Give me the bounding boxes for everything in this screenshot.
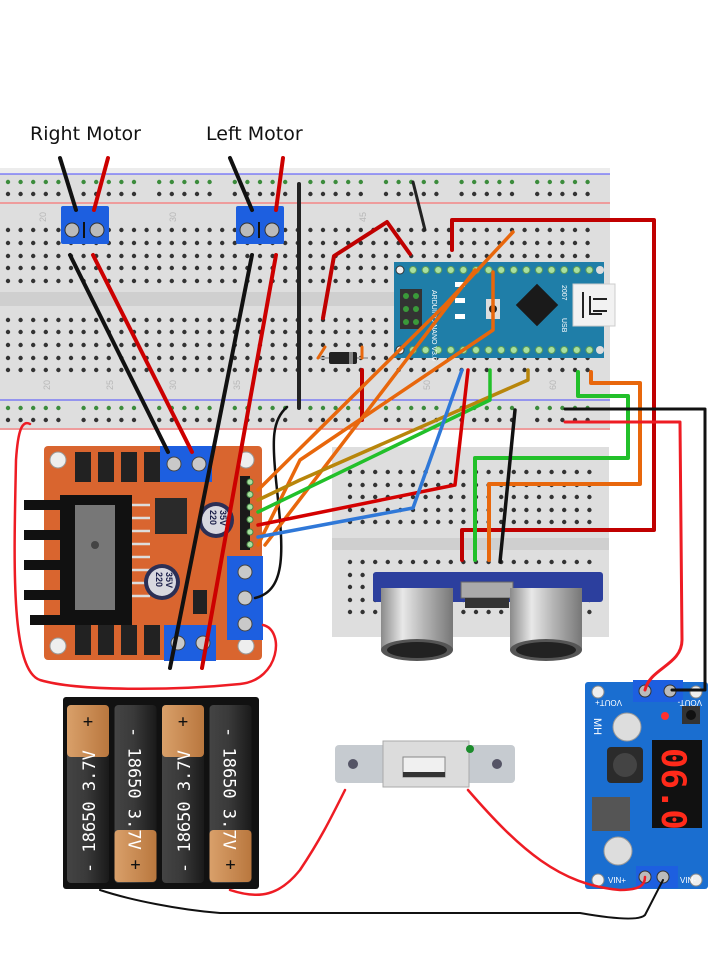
capacitor-2: 220 35V <box>144 564 180 600</box>
wire-driver-power-loop <box>13 421 278 691</box>
battery-plus-mark: + <box>83 712 93 732</box>
wire-blue-signal <box>256 368 464 539</box>
ground-screw <box>466 745 474 753</box>
battery-cell: - 18650 3.7V + <box>67 705 109 883</box>
bb-number-30b: 30 <box>168 380 178 390</box>
battery-cell-label: - 18650 3.7V <box>219 727 239 850</box>
buck-converter-lm2596: VOUT+ VOUT- MH 06.0 VIN+ VIN- <box>585 680 708 889</box>
wire-right-motor-black <box>58 156 78 212</box>
jumper <box>193 590 207 614</box>
voltage-regulator <box>155 498 187 534</box>
wire-green-signal <box>256 368 492 514</box>
bb-number-60b: 60 <box>548 380 558 390</box>
transducer-left <box>381 588 453 661</box>
bb-number-20b: 20 <box>42 380 52 390</box>
bb-number-50b: 50 <box>422 380 432 390</box>
regulator-ic <box>592 797 630 831</box>
cap2-value: 220 <box>154 572 164 587</box>
battery-plus-mark: + <box>225 855 235 875</box>
board-mark: MH <box>591 718 603 735</box>
battery-cell: - 18650 3.7V + <box>162 705 204 883</box>
ultrasonic-sensor-hc-sr04 <box>373 572 603 661</box>
wire-red-rail-out <box>563 420 684 692</box>
cap1-voltage: 35V <box>218 510 228 526</box>
heat-sink <box>24 495 132 625</box>
wire-green-trig <box>473 370 630 562</box>
vout-plus-label: VOUT+ <box>595 698 622 707</box>
wire-switch-to-buck <box>466 788 647 892</box>
wire-right-motor-red <box>92 156 110 212</box>
wire-5v-loop <box>450 218 656 562</box>
battery-cell: - 18650 3.7V + <box>209 705 252 883</box>
cap2-voltage: 35V <box>164 572 174 588</box>
battery-cell: - 18650 3.7V + <box>114 705 157 883</box>
motor-driver-l298n: 220 35V 220 35V <box>24 446 263 661</box>
wire-red-signal <box>256 368 470 527</box>
battery-plus-mark: + <box>178 712 188 732</box>
wire-left-motor-red <box>274 156 285 212</box>
right-motor-terminal <box>61 206 109 244</box>
wire-gnd-to-driver <box>253 405 289 600</box>
battery-cell-label: - 18650 3.7V <box>175 750 195 873</box>
usb-label: USB <box>560 318 567 333</box>
wire-orange-echo <box>487 370 642 562</box>
wire-orange-1 <box>256 230 515 492</box>
bb-number-45: 45 <box>358 212 368 222</box>
battery-pack: - 18650 3.7V+- 18650 3.7V+- 18650 3.7V+-… <box>63 697 259 889</box>
cap1-value: 220 <box>208 510 218 525</box>
bb-number-30: 30 <box>168 212 178 222</box>
terminal-screws <box>166 456 253 651</box>
vin-minus-label: VIN- <box>680 876 696 885</box>
battery-cell-label: - 18650 3.7V <box>80 750 100 873</box>
battery-plus-mark: + <box>130 855 140 875</box>
driver-input-header <box>240 476 250 550</box>
icsp-header <box>400 289 422 329</box>
vin-plus-label: VIN+ <box>608 876 626 885</box>
wire-left-red-to-driver <box>200 253 278 670</box>
diode <box>318 352 368 364</box>
bb-number-35b: 35 <box>232 380 242 390</box>
wire-brown <box>256 368 530 502</box>
wire-right-black-to-driver <box>68 253 170 454</box>
wire-left-motor-black <box>228 156 254 212</box>
wire-diode-orange-a <box>316 345 327 360</box>
right-motor-label: Right Motor <box>30 123 141 145</box>
toggle-switch <box>335 740 515 788</box>
wire-right-red-to-driver <box>91 253 194 454</box>
chip-label: 2007 <box>560 285 567 301</box>
arduino-nano: ARDUINO NANO V3.0 2007 USB <box>394 262 616 361</box>
bb-number-20: 20 <box>38 212 48 222</box>
left-motor-terminal <box>236 206 284 244</box>
left-motor-label: Left Motor <box>206 123 303 145</box>
wire-black-sensor-gnd <box>498 408 517 564</box>
wires <box>13 156 707 920</box>
vout-minus-label: VOUT- <box>677 698 702 707</box>
wire-vin-jumper <box>321 220 412 320</box>
wire-ground-return <box>99 879 664 920</box>
seven-segment-display <box>652 740 702 828</box>
vin-terminal <box>636 866 678 888</box>
wire-battery-to-switch <box>228 788 347 897</box>
wire-left-black-to-driver <box>168 253 254 670</box>
crystal <box>460 581 514 599</box>
display-value: 06.0 <box>653 748 693 830</box>
wire-black-rail-out <box>563 407 707 692</box>
usb-connector <box>572 283 616 327</box>
transducer-right <box>510 588 582 661</box>
bb-number-25b: 25 <box>105 380 115 390</box>
wire-orange-3 <box>263 268 477 547</box>
wire-short-black <box>411 180 427 232</box>
battery-cell-label: - 18650 3.7V <box>124 727 144 850</box>
power-led <box>661 712 669 720</box>
